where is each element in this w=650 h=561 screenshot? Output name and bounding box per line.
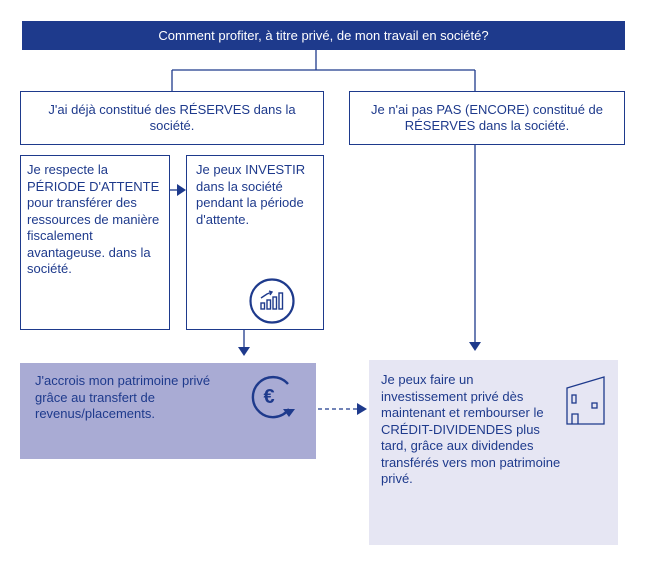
left-result-box: J'accrois mon patrimoine privé grâce au …	[20, 363, 316, 459]
arrow-right-icon	[177, 184, 186, 196]
growth-chart-icon	[249, 278, 295, 324]
page-title: Comment profiter, à titre privé, de mon …	[22, 21, 625, 50]
invest-text: Je peux INVESTIR dans la société pendant…	[196, 162, 306, 227]
left-branch-label: J'ai déjà constitué des RÉSERVES dans la…	[48, 101, 296, 134]
waiting-period-box: Je respecte la PÉRIODE D'ATTENTE pour tr…	[20, 155, 170, 330]
arrow-right-icon	[357, 403, 367, 415]
arrow-down-icon	[238, 347, 250, 356]
right-branch-label: Je n'ai pas PAS (ENCORE) constitué de RÉ…	[370, 101, 603, 134]
right-result-text: Je peux faire un investissement privé dè…	[381, 372, 561, 486]
svg-text:€: €	[263, 386, 274, 408]
euro-cycle-icon: €	[251, 375, 295, 419]
left-result-text: J'accrois mon patrimoine privé grâce au …	[35, 373, 211, 421]
arrow-down-icon	[469, 342, 481, 351]
right-result-box: Je peux faire un investissement privé dè…	[369, 360, 618, 545]
left-branch-box: J'ai déjà constitué des RÉSERVES dans la…	[20, 91, 324, 145]
building-icon	[566, 376, 605, 425]
waiting-period-text: Je respecte la PÉRIODE D'ATTENTE pour tr…	[27, 162, 160, 276]
invest-box: Je peux INVESTIR dans la société pendant…	[186, 155, 324, 330]
right-branch-box: Je n'ai pas PAS (ENCORE) constitué de RÉ…	[349, 91, 625, 145]
